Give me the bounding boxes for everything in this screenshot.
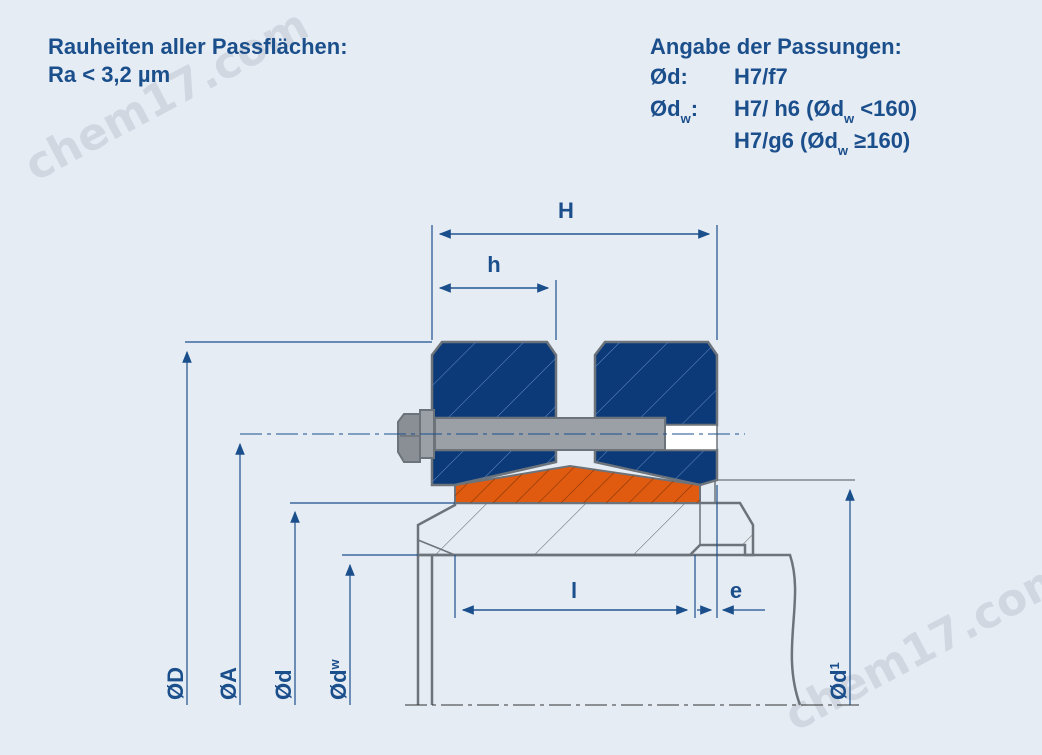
fit-dw-label-suffix: : (690, 96, 699, 121)
fits-title: Angabe der Passungen: (650, 34, 902, 59)
inner-sleeve (416, 479, 855, 557)
dim-H-label: H (558, 198, 574, 223)
dim-dw-sub: w (327, 658, 342, 670)
fit-dw-value-1-sub: w (844, 111, 855, 126)
dim-d-label: Ød (271, 669, 296, 700)
dim-D (182, 341, 432, 705)
fit-dw-value-2-suffix: ≥160) (848, 128, 911, 153)
dim-e-label: e (730, 578, 742, 603)
right-outer-ring (593, 340, 719, 487)
roughness-title: Rauheiten aller Passflächen: (48, 34, 348, 59)
dim-dw-text: Ød (326, 669, 351, 700)
fit-dw-value-2: H7/g6 (Ødw ≥160) (734, 128, 910, 164)
fit-dw-value-1-prefix: H7/ h6 (Ød (734, 96, 845, 121)
dim-d1-sub: 1 (827, 662, 842, 669)
roughness-value: Ra < 3,2 µm (48, 62, 171, 87)
dim-d1-label: Ød1 (826, 662, 851, 700)
fit-dw-value-2-prefix: H7/g6 (Ød (734, 128, 838, 153)
fit-d-label: Ød: (650, 64, 688, 89)
fit-dw-label-sub: w (680, 111, 691, 126)
dim-h (438, 280, 557, 340)
dim-A-label: ØA (216, 667, 241, 700)
dim-l-label: l (571, 578, 577, 603)
dim-d (290, 502, 455, 705)
fit-d-value: H7/f7 (734, 64, 788, 89)
fit-dw-value-1: H7/ h6 (Ødw <160) (734, 96, 917, 132)
fit-dw-value-2-sub: w (837, 143, 849, 158)
dim-H (431, 225, 718, 340)
fit-dw-label: Ødw: (650, 96, 698, 132)
dim-d1-text: Ød (826, 669, 851, 700)
shaft (405, 553, 860, 706)
fit-dw-label-prefix: Ød (650, 96, 681, 121)
dim-D-label: ØD (163, 667, 188, 700)
fit-dw-value-1-suffix: <160) (854, 96, 918, 121)
dim-dw-label: Ødw (326, 658, 351, 700)
dim-dw (342, 554, 418, 705)
dim-e (697, 485, 765, 618)
dim-l (454, 555, 696, 618)
left-outer-ring (430, 340, 558, 487)
dim-h-label: h (487, 252, 500, 277)
